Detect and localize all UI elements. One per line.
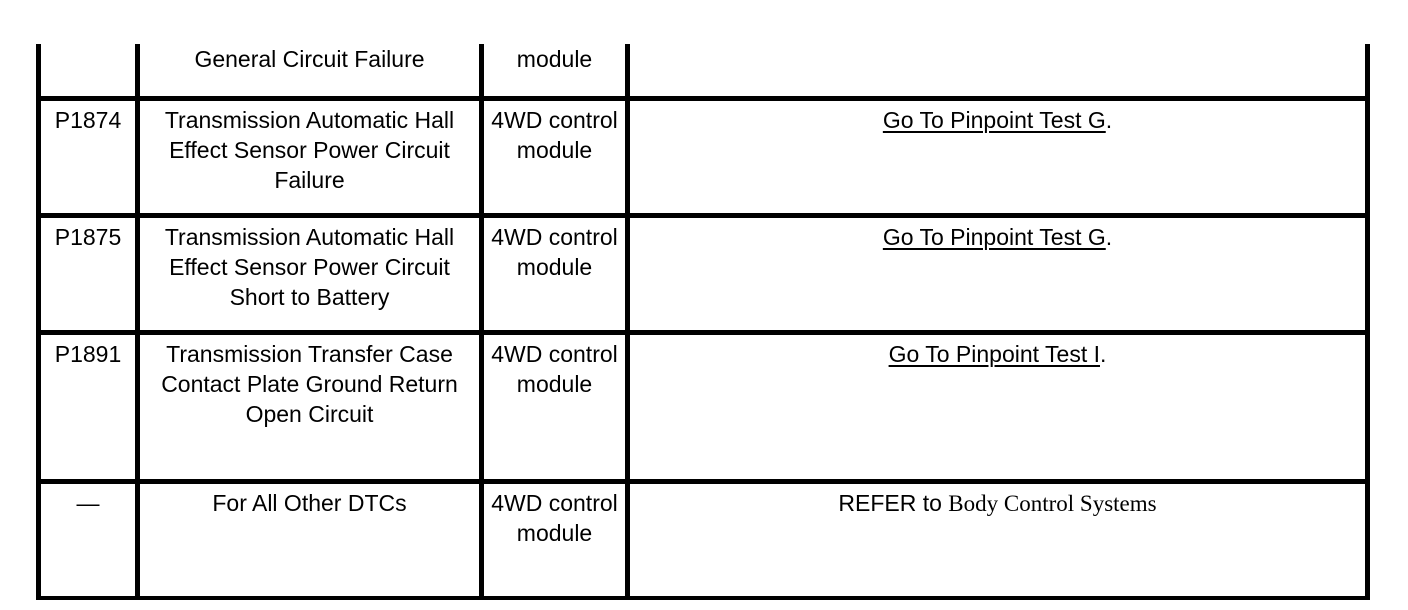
pinpoint-test-link[interactable]: Go To Pinpoint Test G xyxy=(882,107,1106,133)
action-period: . xyxy=(1105,107,1113,133)
description-text: Transmission Automatic Hall Effect Senso… xyxy=(164,107,455,193)
refer-document-title[interactable]: Body Control Systems xyxy=(948,491,1157,516)
cell-dtc-code xyxy=(36,44,140,101)
table-row: P1875 Transmission Automatic Hall Effect… xyxy=(36,213,1370,335)
cell-dtc-code: P1875 xyxy=(36,213,140,335)
dtc-table-body: General Circuit Failure module P1874 Tra… xyxy=(36,44,1370,600)
cell-module: 4WD control module xyxy=(481,96,630,218)
refer-lead-text: REFER to xyxy=(838,490,949,516)
table-row: — For All Other DTCs 4WD control module … xyxy=(36,479,1370,600)
module-text: 4WD control module xyxy=(491,490,618,546)
description-text: Transmission Transfer Case Contact Plate… xyxy=(161,341,458,427)
cell-module: 4WD control module xyxy=(481,330,630,484)
action-cross-reference[interactable]: Go To Pinpoint Test I. xyxy=(636,339,1359,369)
table-row: General Circuit Failure module xyxy=(36,44,1370,101)
cell-action: Go To Pinpoint Test I. xyxy=(627,330,1370,484)
cell-dtc-code: — xyxy=(36,479,140,600)
cell-dtc-code: P1891 xyxy=(36,330,140,484)
cell-description: Transmission Automatic Hall Effect Senso… xyxy=(137,96,484,218)
pinpoint-test-link[interactable]: Go To Pinpoint Test G xyxy=(882,224,1106,250)
action-refer: REFER to Body Control Systems xyxy=(636,488,1359,519)
dtc-code-text: P1891 xyxy=(54,341,122,367)
description-text: Transmission Automatic Hall Effect Senso… xyxy=(164,224,455,310)
cell-dtc-code: P1874 xyxy=(36,96,140,218)
module-text: module xyxy=(516,46,593,72)
description-text: General Circuit Failure xyxy=(194,46,425,72)
action-cross-reference[interactable]: Go To Pinpoint Test G. xyxy=(636,105,1359,135)
pinpoint-test-link[interactable]: Go To Pinpoint Test I xyxy=(888,341,1100,367)
dtc-code-text: P1874 xyxy=(54,107,122,133)
dtc-code-text: P1875 xyxy=(54,224,122,250)
module-text: 4WD control module xyxy=(491,341,618,397)
cell-action: Go To Pinpoint Test G. xyxy=(627,213,1370,335)
action-period: . xyxy=(1105,224,1113,250)
table-row: P1891 Transmission Transfer Case Contact… xyxy=(36,330,1370,484)
module-text: 4WD control module xyxy=(491,107,618,163)
cell-module: module xyxy=(481,44,630,101)
cell-action: REFER to Body Control Systems xyxy=(627,479,1370,600)
description-text: For All Other DTCs xyxy=(212,490,407,516)
cell-description: General Circuit Failure xyxy=(137,44,484,101)
cell-action: Go To Pinpoint Test G. xyxy=(627,96,1370,218)
dtc-code-text: — xyxy=(76,490,100,516)
cell-action xyxy=(627,44,1370,101)
table-row: P1874 Transmission Automatic Hall Effect… xyxy=(36,96,1370,218)
action-cross-reference[interactable]: Go To Pinpoint Test G. xyxy=(636,222,1359,252)
cell-module: 4WD control module xyxy=(481,479,630,600)
cell-module: 4WD control module xyxy=(481,213,630,335)
action-period: . xyxy=(1100,341,1107,367)
module-text: 4WD control module xyxy=(491,224,618,280)
cell-description: For All Other DTCs xyxy=(137,479,484,600)
cell-description: Transmission Automatic Hall Effect Senso… xyxy=(137,213,484,335)
dtc-table: General Circuit Failure module P1874 Tra… xyxy=(36,44,1370,600)
cell-description: Transmission Transfer Case Contact Plate… xyxy=(137,330,484,484)
